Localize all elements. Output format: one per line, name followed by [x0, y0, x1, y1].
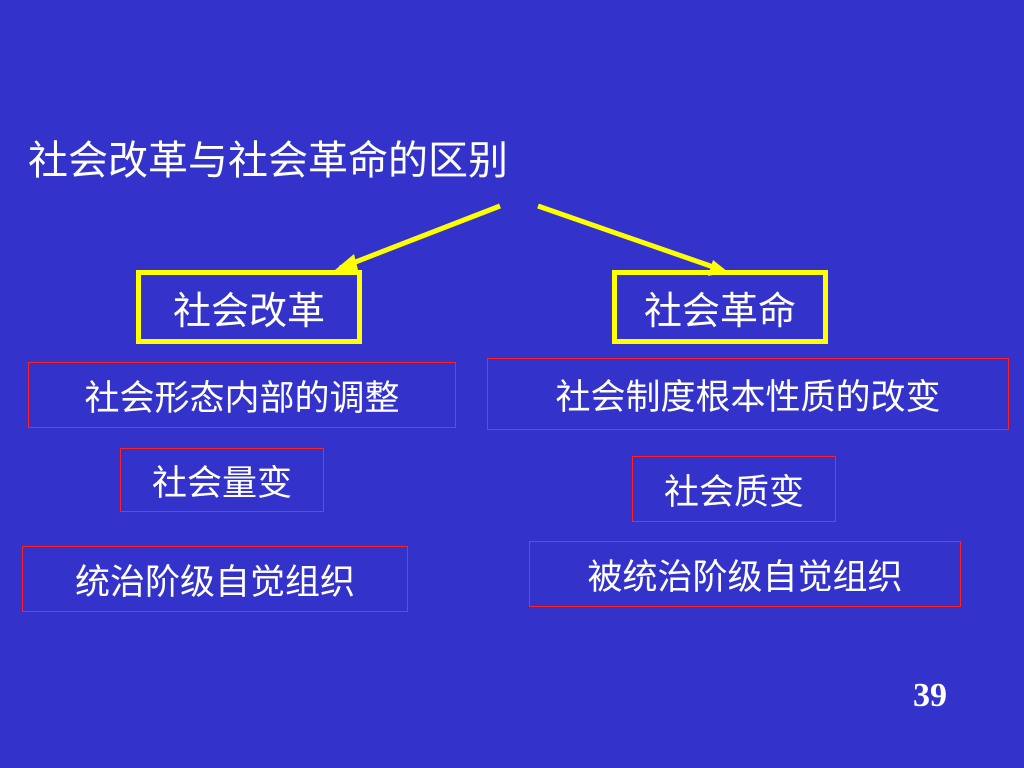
right-item-label: 社会制度根本性质的改变: [555, 377, 941, 418]
right-item-box: 社会质变: [632, 456, 836, 522]
left-heading-label: 社会改革: [172, 288, 325, 333]
slide-title: 社会改革与社会革命的区别: [28, 138, 508, 184]
left-item-label: 统治阶级自觉组织: [74, 562, 355, 603]
arrow-to-left-icon: [335, 203, 501, 271]
left-item-box: 社会量变: [120, 448, 324, 512]
right-heading-box: 社会革命: [612, 270, 828, 344]
left-item-label: 社会形态内部的调整: [84, 378, 400, 419]
right-item-label: 社会质变: [663, 472, 804, 513]
right-item-box: 社会制度根本性质的改变: [487, 358, 1009, 430]
right-item-label: 被统治阶级自觉组织: [587, 557, 903, 598]
left-item-box: 社会形态内部的调整: [28, 362, 456, 428]
left-item-box: 统治阶级自觉组织: [22, 546, 408, 612]
page-number: 39: [913, 677, 947, 714]
left-item-label: 社会量变: [151, 463, 292, 504]
right-item-box: 被统治阶级自觉组织: [529, 541, 961, 607]
right-heading-label: 社会革命: [643, 288, 796, 333]
arrow-to-right-icon: [537, 203, 728, 276]
left-heading-box: 社会改革: [136, 270, 362, 344]
